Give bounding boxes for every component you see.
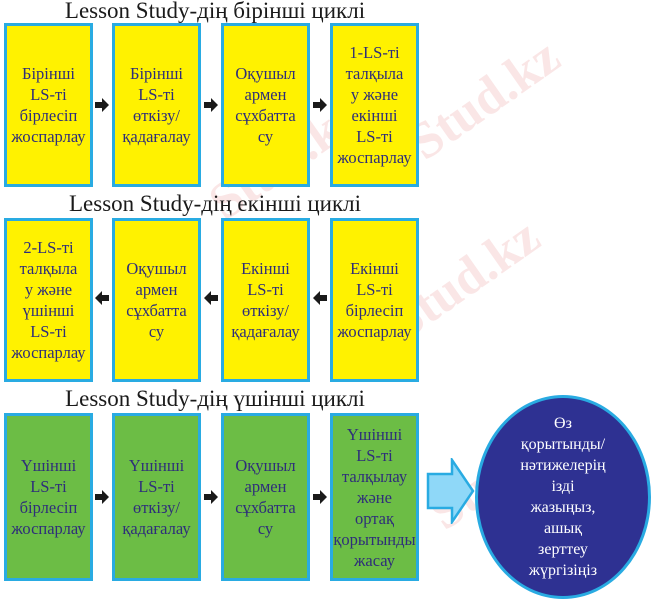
arrow-right-icon xyxy=(204,98,218,112)
watermark: Stud.kz xyxy=(398,27,571,172)
arrow-right-icon xyxy=(204,490,218,504)
arrow-left-icon xyxy=(313,291,327,305)
arrow-right-icon xyxy=(313,98,327,112)
arrow-right-icon xyxy=(95,98,109,112)
cycle-1-title: Lesson Study-дің бірінші циклі xyxy=(64,0,366,23)
arrow-right-icon xyxy=(313,490,327,504)
cycle-2-title: Lesson Study-дің екінші циклі xyxy=(69,191,361,216)
cycle-3-title: Lesson Study-дің үшінші циклі xyxy=(65,386,365,411)
big-arrow-right-icon xyxy=(426,458,475,524)
arrow-left-icon xyxy=(95,291,109,305)
arrow-left-icon xyxy=(204,291,218,305)
arrow-right-icon xyxy=(95,490,109,504)
